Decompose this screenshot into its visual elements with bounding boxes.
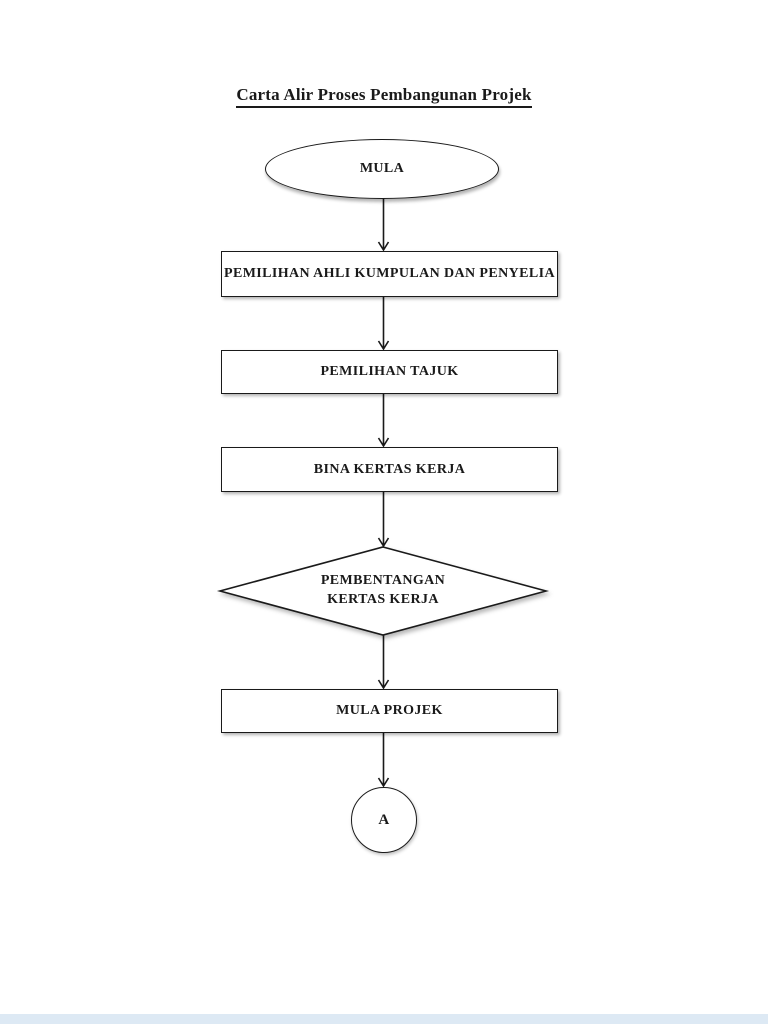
flow-node-step1-label: PEMILIHAN AHLI KUMPULAN DAN PENYELIA (224, 266, 555, 281)
flow-node-step2-label: PEMILIHAN TAJUK (320, 364, 459, 379)
decision-label-line1: PEMBENTANGAN (320, 573, 446, 588)
arrow-step1-to-step2 (377, 297, 390, 351)
arrow-step2-to-step3 (377, 394, 390, 448)
page-title: Carta Alir Proses Pembangunan Projek (0, 85, 768, 108)
flow-node-step3: BINA KERTAS KERJA (221, 447, 558, 492)
page-title-text: Carta Alir Proses Pembangunan Projek (236, 85, 532, 108)
flow-node-step3-label: BINA KERTAS KERJA (313, 461, 466, 477)
flow-node-step4-label: MULA PROJEK (336, 703, 443, 718)
flow-node-start: MULA (265, 139, 499, 199)
arrow-step3-to-decision (377, 492, 390, 548)
flow-node-decision-shape (216, 546, 550, 636)
flow-node-connector-a-label: A (378, 811, 390, 828)
flow-node-step1: PEMILIHAN AHLI KUMPULAN DAN PENYELIA (221, 251, 558, 297)
flow-node-decision-label: PEMBENTANGAN KERTAS KERJA (283, 571, 483, 609)
flow-node-step4: MULA PROJEK (221, 689, 558, 733)
arrow-decision-to-step4 (377, 635, 390, 690)
flow-node-start-label: MULA (359, 161, 405, 176)
arrow-step4-to-connector (377, 733, 390, 788)
arrow-start-to-step1 (377, 198, 390, 252)
decision-label-line2: KERTAS KERJA (327, 592, 439, 607)
flow-node-step2: PEMILIHAN TAJUK (221, 350, 558, 394)
footer-bar (0, 1014, 768, 1024)
flow-node-connector-a: A (351, 787, 417, 853)
